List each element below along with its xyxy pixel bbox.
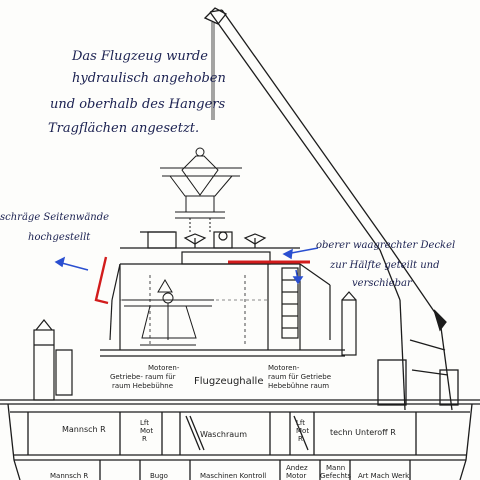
waschraum-label: Waschraum [200, 430, 247, 439]
maschinen-label: Maschinen Kontroll [200, 472, 266, 480]
techn-unteroff-label: techn Unteroff R [330, 428, 396, 437]
motor-room-right-line-1: Motoren- [268, 364, 300, 372]
hangar-label: Flugzeughalle [194, 376, 263, 387]
top-cover-line-2: zur Hälfte geteilt und [329, 260, 440, 271]
note-line-2: hydraulisch angehoben [72, 71, 226, 86]
motor-room-left-line-1: Motoren- [148, 364, 180, 372]
crane [203, 7, 459, 411]
andez-line-2: Motor [286, 472, 306, 480]
hull [0, 399, 480, 480]
top-cover-line-3: verschiebar [352, 278, 413, 289]
lft-mot-left-1: Lft [140, 419, 149, 427]
aircraft-hoisted [160, 147, 242, 232]
blue-arrow-down [292, 269, 304, 285]
art-hach-label: Art Mach Werk [358, 472, 410, 480]
side-walls-line-1: schräge Seitenwände [0, 212, 109, 223]
mann-line-1: Mann [326, 464, 345, 472]
note-line-1: Das Flugzeug wurde [71, 49, 208, 64]
main-note: Das Flugzeug wurde hydraulisch angehoben… [48, 49, 226, 136]
room-labels: Motoren- Getriebe- raum für raum Hebebüh… [50, 364, 410, 480]
side-walls-line-2: hochgestellt [28, 232, 91, 243]
aircraft-in-hangar [122, 279, 214, 346]
top-cover-note: oberer waagrechter Deckel zur Hälfte get… [316, 240, 455, 289]
lft-mot-right-1: Lft [296, 419, 305, 427]
top-cover-line-1: oberer waagrechter Deckel [316, 240, 455, 251]
side-walls-note: schräge Seitenwände hochgestellt [0, 212, 109, 243]
mannsch-lower-label: Mannsch R [50, 472, 88, 480]
red-markings [94, 256, 310, 305]
mannsch-left-label: Mannsch R [62, 425, 106, 434]
motor-room-left-line-3: raum Hebebühne [112, 382, 173, 390]
motor-room-right-line-3: Hebebühne raum [268, 382, 329, 390]
motor-room-left-line-2: Getriebe- raum für [110, 373, 176, 381]
motor-room-right-line-2: raum für Getriebe [268, 373, 331, 381]
lft-mot-left-2: Mot [140, 427, 153, 435]
lft-mot-right-2: Mot [296, 427, 309, 435]
lft-mot-left-3: R [142, 435, 147, 443]
note-line-4: Tragflächen angesetzt. [48, 121, 199, 136]
lft-mot-right-3: R [298, 435, 303, 443]
andez-line-1: Andez [286, 464, 308, 472]
blue-arrows [54, 247, 319, 271]
mann-line-2: Gefechts [320, 472, 352, 480]
bugo-label: Bugo [150, 472, 168, 480]
note-line-3: und oberhalb des Hangers [50, 97, 225, 112]
hangar-structure [100, 231, 345, 357]
